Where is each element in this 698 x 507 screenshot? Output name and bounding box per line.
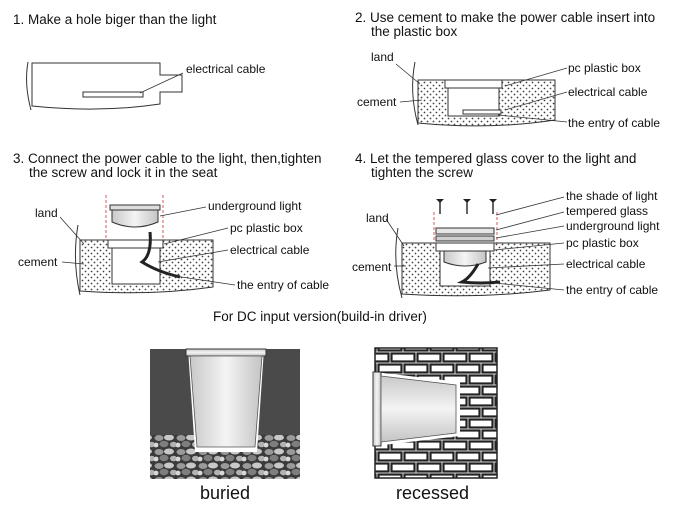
d4-land-label: land (366, 211, 389, 225)
diagram-4-cover (385, 196, 565, 299)
diagram-2-cement (395, 61, 568, 127)
d2-entry-of-cable-label: the entry of cable (568, 116, 661, 130)
d1-leader (139, 72, 184, 94)
d3-cement-label: cement (18, 255, 58, 269)
d2-electrical-cable-label: electrical cable (568, 85, 648, 99)
step-3-title: 3. Connect the power cable to the light,… (13, 151, 322, 166)
diagram-1-hole (26, 61, 184, 111)
buried-label: buried (200, 483, 251, 503)
d3-land-label: land (35, 206, 58, 220)
d2-land-label: land (371, 50, 394, 64)
d1-cable (82, 91, 144, 98)
d4-underground-light-label: underground light (566, 219, 660, 233)
recessed-light (380, 375, 457, 443)
recessed-illustration (372, 347, 498, 479)
step-3-title-line2: the screw and lock it in the seat (29, 165, 218, 180)
d1-electrical-cable-label: electrical cable (186, 62, 266, 76)
d3-plastic-box (111, 247, 161, 285)
recessed-label: recessed (396, 483, 470, 503)
step-2-title: 2. Use cement to make the power cable in… (355, 10, 656, 25)
d4-shade-of-light-label: the shade of light (566, 189, 658, 203)
step-2-title-line2: the plastic box (371, 24, 458, 39)
diagram-3-connect (59, 195, 236, 296)
d4-glass (435, 227, 495, 235)
d4-pc-plastic-box-label: pc plastic box (566, 236, 639, 250)
d4-entry-of-cable-label: the entry of cable (566, 283, 659, 297)
step-4-title: 4. Let the tempered glass cover to the l… (355, 151, 637, 166)
d3-entry-of-cable-label: the entry of cable (237, 278, 330, 292)
d3-electrical-cable-label: electrical cable (230, 243, 310, 257)
d4-electrical-cable-label: electrical cable (566, 257, 646, 271)
step-4-title-line2: tighten the screw (371, 165, 474, 180)
d3-pc-plastic-box-label: pc plastic box (230, 221, 303, 235)
d2-cement-label: cement (357, 95, 397, 109)
d4-screws (436, 199, 497, 214)
step-1-title: 1. Make a hole biger than the light (13, 12, 217, 27)
d2-cable (462, 109, 502, 115)
d3-light (111, 207, 159, 228)
buried-illustration (150, 348, 300, 479)
d3-underground-light-label: underground light (208, 199, 302, 213)
buried-light (189, 355, 263, 448)
d2-pc-plastic-box-label: pc plastic box (568, 61, 641, 75)
d4-cement-label: cement (352, 260, 392, 274)
d4-tempered-glass-label: tempered glass (566, 204, 649, 218)
dc-version-caption: For DC input version(build-in driver) (213, 309, 427, 324)
